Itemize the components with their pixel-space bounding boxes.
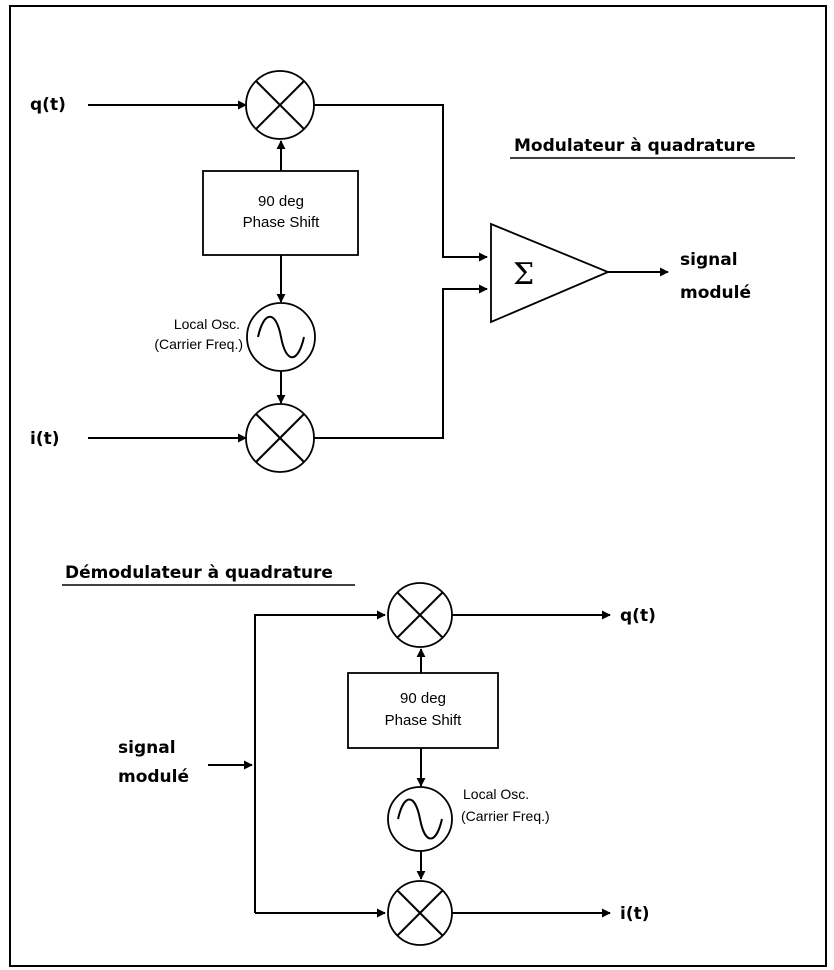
modulator-lower-mixer xyxy=(245,403,315,473)
modulator-upper-mixer xyxy=(245,70,315,140)
modulator-lower-to-summer-wire xyxy=(314,284,488,439)
demodulator-phase-shift-line1: 90 deg xyxy=(400,690,446,707)
modulator-section: Modulateur à quadrature q(t) i(t) 90 deg… xyxy=(30,70,795,473)
modulator-oscillator xyxy=(246,302,316,372)
demodulator-input-line2: modulé xyxy=(118,767,189,787)
demodulator-phase-shift-line2: Phase Shift xyxy=(385,712,463,729)
modulator-osc-label-line1: Local Osc. xyxy=(174,316,240,332)
demodulator-osc-label-line2: (Carrier Freq.) xyxy=(461,808,550,824)
modulator-input-i-label: i(t) xyxy=(30,429,60,449)
demodulator-phase-shift-box xyxy=(347,672,499,749)
modulator-upper-to-summer-wire xyxy=(314,104,488,262)
modulator-osc-label-line2: (Carrier Freq.) xyxy=(154,336,243,352)
demodulator-lower-mixer xyxy=(387,880,453,946)
demodulator-input-line1: signal xyxy=(118,738,176,758)
demodulator-output-i-label: i(t) xyxy=(620,904,650,924)
modulator-input-q-label: q(t) xyxy=(30,95,66,115)
modulator-output-line2: modulé xyxy=(680,283,751,303)
page-frame xyxy=(9,5,827,967)
demodulator-osc-label-line1: Local Osc. xyxy=(463,786,529,802)
demodulator-section: Démodulateur à quadrature signal modulé … xyxy=(62,563,656,946)
modulator-phase-shift-line1: 90 deg xyxy=(258,193,304,210)
modulator-summer xyxy=(490,222,611,324)
demodulator-bus-to-upper-mixer xyxy=(254,610,386,913)
modulator-summer-symbol: Σ xyxy=(513,257,534,292)
modulator-output-line1: signal xyxy=(680,250,738,270)
modulator-phase-shift-line2: Phase Shift xyxy=(243,214,321,231)
demodulator-output-q-label: q(t) xyxy=(620,606,656,626)
modulator-title: Modulateur à quadrature xyxy=(514,136,756,156)
modulator-phase-shift-box xyxy=(202,170,359,256)
demodulator-title: Démodulateur à quadrature xyxy=(65,563,333,583)
demodulator-upper-mixer xyxy=(387,582,453,648)
demodulator-oscillator xyxy=(387,786,453,852)
